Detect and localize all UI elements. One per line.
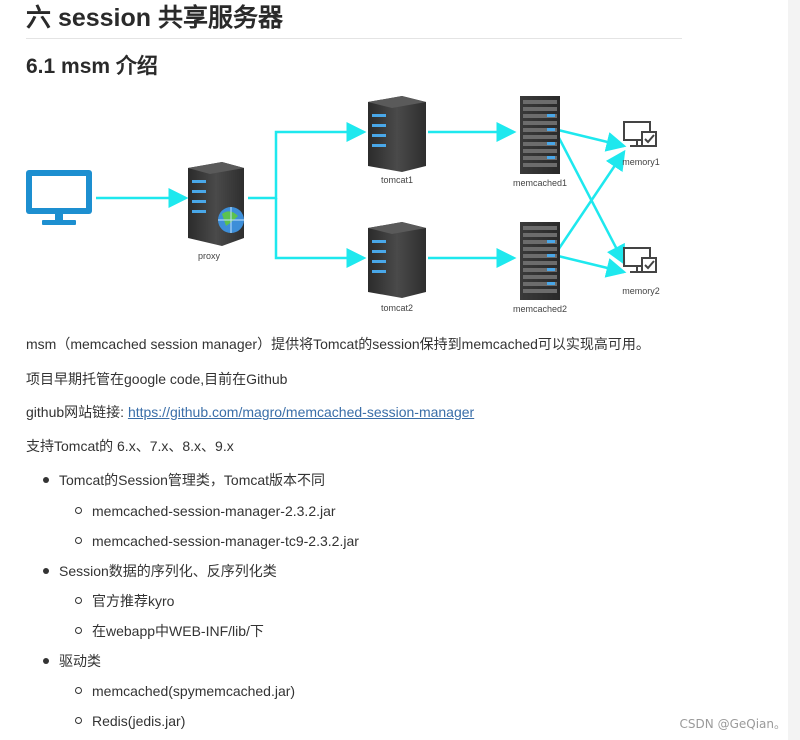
- scrollbar-track[interactable]: [788, 0, 800, 740]
- arrow-memcached1-memory1: [557, 128, 627, 152]
- list-item: 驱动类: [59, 653, 101, 669]
- memory2-monitor-check-icon: [623, 247, 657, 273]
- bullet-disc: [43, 658, 49, 664]
- proxy-server-icon: [188, 162, 244, 246]
- bullet-disc: [43, 568, 49, 574]
- arrow-memcached2-memory1: [556, 149, 626, 251]
- client-monitor-icon: [26, 170, 92, 225]
- paragraph-hosting: 项目早期托管在google code,目前在Github: [26, 371, 288, 387]
- sub-list-item: 在webapp中WEB-INF/lib/下: [92, 623, 264, 639]
- bullet-circle: [75, 717, 82, 724]
- proxy-label: proxy: [198, 251, 221, 261]
- tomcat1-label: tomcat1: [381, 175, 413, 185]
- bullet-circle: [75, 687, 82, 694]
- tomcat1-server-icon: [368, 96, 426, 172]
- paragraph-msm-intro: msm（memcached session manager）提供将Tomcat的…: [26, 336, 650, 352]
- subsection-heading: 6.1 msm 介绍: [26, 55, 158, 78]
- paragraph-tomcat-versions: 支持Tomcat的 6.x、7.x、8.x、9.x: [26, 438, 234, 454]
- list-item: Session数据的序列化、反序列化类: [59, 563, 277, 579]
- sub-list-item: memcached-session-manager-tc9-2.3.2.jar: [92, 533, 359, 549]
- bullet-circle: [75, 537, 82, 544]
- memory1-monitor-check-icon: [623, 121, 657, 147]
- github-link-prefix: github网站链接:: [26, 404, 128, 420]
- csdn-watermark: CSDN @GeQian。: [679, 717, 786, 731]
- memcached1-rack-icon: [520, 96, 560, 174]
- msm-architecture-diagram: proxy tomcat1 tomcat2: [26, 96, 660, 314]
- section-heading: 六 session 共享服务器: [26, 4, 682, 39]
- connection-arrows: [96, 122, 627, 278]
- memory2-label: memory2: [622, 286, 660, 296]
- sub-list-item: memcached-session-manager-2.3.2.jar: [92, 503, 336, 519]
- arrow-memcached2-memory2: [557, 254, 627, 278]
- arrow-proxy-tomcat2: [274, 198, 367, 268]
- sub-list-item: memcached(spymemcached.jar): [92, 683, 296, 699]
- memcached1-label: memcached1: [513, 178, 567, 188]
- list-item: Tomcat的Session管理类，Tomcat版本不同: [59, 472, 326, 488]
- bullet-circle: [75, 507, 82, 514]
- memory1-label: memory1: [622, 157, 660, 167]
- github-link[interactable]: https://github.com/magro/memcached-sessi…: [127, 404, 475, 420]
- memcached2-rack-icon: [520, 222, 560, 300]
- arrow-proxy-tomcat1: [248, 122, 367, 200]
- bullet-circle: [75, 597, 82, 604]
- bullet-disc: [43, 477, 49, 483]
- paragraph-github-link: github网站链接: https://github.com/magro/mem…: [26, 402, 474, 422]
- bullet-circle: [75, 627, 82, 634]
- tomcat2-label: tomcat2: [381, 303, 413, 313]
- sub-list-item: Redis(jedis.jar): [92, 713, 186, 729]
- tomcat2-server-icon: [368, 222, 426, 298]
- memcached2-label: memcached2: [513, 304, 567, 314]
- sub-list-item: 官方推荐kyro: [92, 593, 175, 609]
